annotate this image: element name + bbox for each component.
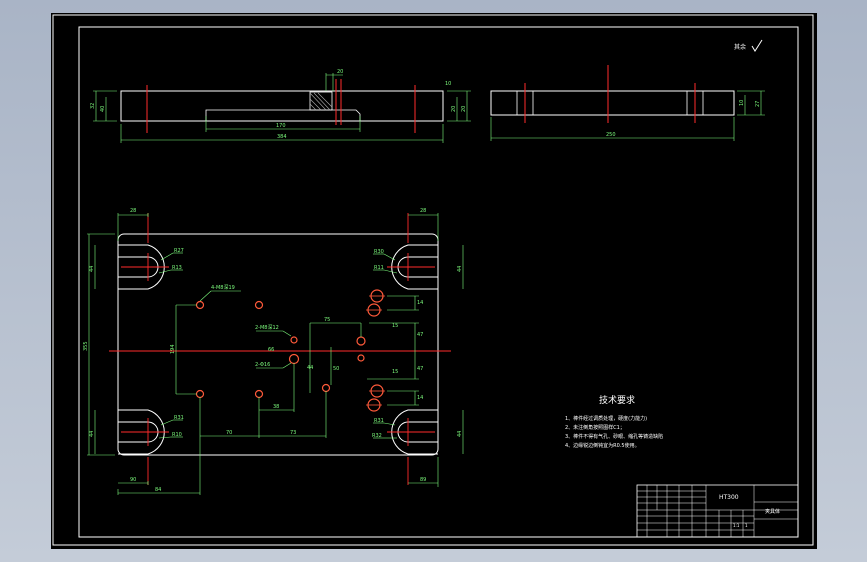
- svg-text:14: 14: [417, 300, 423, 306]
- svg-text:44: 44: [89, 431, 95, 437]
- tech-line: 3、棒件不得有气孔、砂眼、缩孔等铸造缺陷: [565, 433, 663, 440]
- svg-text:66: 66: [268, 347, 274, 353]
- svg-text:50: 50: [333, 366, 339, 372]
- top-view: 384 170 32 40 20 20 20 10: [90, 69, 471, 143]
- svg-text:10: 10: [445, 81, 451, 87]
- svg-text:28: 28: [130, 208, 136, 214]
- dim-height: 355: [83, 341, 89, 351]
- hole-note-3: 2-Φ16: [255, 362, 270, 368]
- svg-text:194: 194: [170, 344, 176, 354]
- svg-text:R31: R31: [374, 418, 384, 424]
- svg-text:R13: R13: [172, 265, 182, 271]
- roughness-note: 其余: [734, 43, 746, 51]
- svg-text:R32: R32: [372, 433, 382, 439]
- tech-line: 4、边缘锐边倒钝宜为R0.5使用。: [565, 442, 640, 449]
- svg-text:40: 40: [100, 106, 106, 112]
- svg-text:84: 84: [155, 487, 161, 493]
- svg-text:28: 28: [420, 208, 426, 214]
- material-label: HT300: [719, 494, 739, 501]
- svg-text:20: 20: [337, 69, 343, 75]
- svg-text:90: 90: [130, 477, 136, 483]
- svg-text:44: 44: [307, 365, 313, 371]
- svg-text:R27: R27: [174, 248, 184, 254]
- svg-text:70: 70: [226, 430, 232, 436]
- svg-text:44: 44: [89, 266, 95, 272]
- drawing-sheet: 其余 384 170 32 40 20 20 20: [52, 14, 814, 546]
- technical-requirements: 技术要求 1、棒件经过调质处理，硬度(力能力) 2、未注倒角按照图样C1； 3、…: [565, 394, 663, 449]
- dim-250: 250: [606, 132, 616, 138]
- dim-384: 384: [277, 134, 287, 140]
- plan-view: 28 28 R27 R13 R30 R11 R31 R10 R31 R32 44…: [83, 208, 464, 495]
- side-view: 250 10 27: [490, 65, 765, 141]
- svg-text:47: 47: [417, 332, 423, 338]
- svg-text:R30: R30: [374, 249, 384, 255]
- dim-170: 170: [276, 123, 286, 129]
- part-name: 夹具体: [765, 508, 780, 515]
- svg-text:44: 44: [457, 431, 463, 437]
- svg-text:R10: R10: [172, 432, 182, 438]
- svg-text:20: 20: [451, 106, 457, 112]
- tech-title: 技术要求: [599, 394, 635, 406]
- svg-text:27: 27: [755, 101, 761, 107]
- hole-note-2: 2-M8深12: [255, 324, 279, 331]
- svg-text:1:1: 1:1: [733, 523, 740, 528]
- svg-text:44: 44: [457, 266, 463, 272]
- svg-text:14: 14: [417, 395, 423, 401]
- hole-note-1: 4-M8深19: [211, 284, 235, 291]
- svg-text:73: 73: [290, 430, 296, 436]
- tech-line: 1、棒件经过调质处理，硬度(力能力): [565, 415, 647, 422]
- tech-line: 2、未注倒角按照图样C1；: [565, 424, 625, 431]
- svg-text:15: 15: [392, 323, 398, 329]
- svg-text:47: 47: [417, 366, 423, 372]
- title-block: HT300 夹具体 1:1 1: [636, 484, 799, 538]
- svg-text:38: 38: [273, 404, 279, 410]
- svg-text:75: 75: [324, 317, 330, 323]
- svg-text:R11: R11: [374, 265, 384, 271]
- roughness-check-icon: [751, 39, 763, 52]
- inner-frame: [78, 26, 799, 538]
- svg-text:10: 10: [739, 100, 745, 106]
- svg-text:15: 15: [392, 369, 398, 375]
- cad-viewport[interactable]: 其余 384 170 32 40 20 20 20: [51, 13, 817, 549]
- svg-text:R31: R31: [174, 415, 184, 421]
- svg-text:1: 1: [745, 523, 748, 528]
- outer-border: [52, 14, 814, 546]
- svg-text:32: 32: [90, 103, 96, 109]
- svg-text:89: 89: [420, 477, 426, 483]
- svg-text:20: 20: [461, 106, 467, 112]
